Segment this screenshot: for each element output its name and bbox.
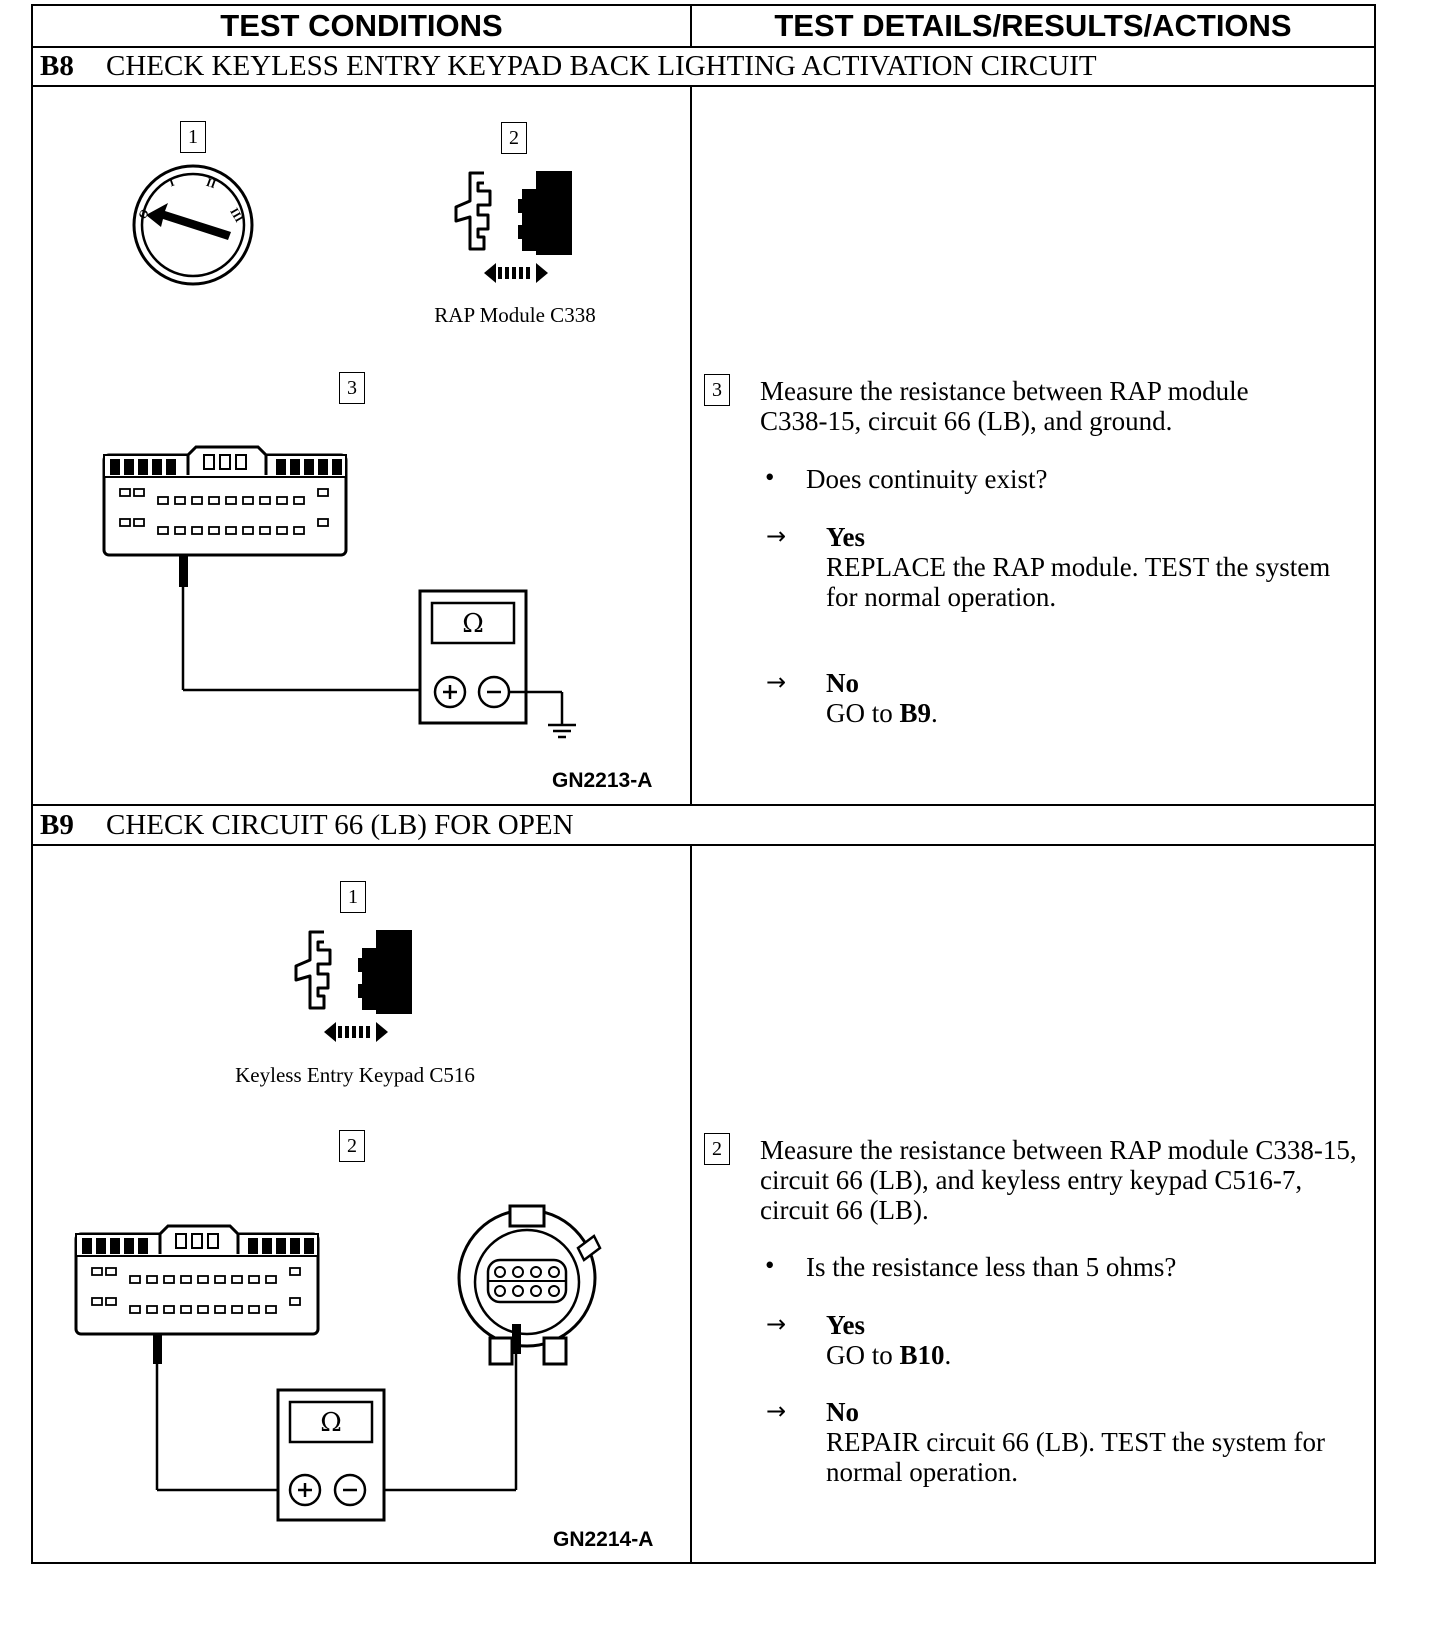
keypad-connector-disconnect-icon [294,930,412,1042]
b8-no-arrow-icon: → [766,668,787,696]
b9-yes-text-post: . [944,1340,952,1370]
b9-no-text: REPAIR circuit 66 (LB). TEST the system … [826,1427,1325,1487]
b8-instruction: Measure the resistance between RAP modul… [760,376,1249,436]
b8-resistance-test-diagram: Ω [102,445,576,739]
b8-yes-text: REPLACE the RAP module. TEST the system … [826,552,1331,612]
b8-no-text-pre: GO to [826,698,900,728]
b8-fig-step-2: 2 [501,122,527,154]
b8-no-text-post: . [931,698,938,728]
b8-col-divider [690,85,692,806]
header-divider [31,46,1376,48]
header-col-divider [690,4,692,48]
b8-fig-step-1: 1 [180,121,206,153]
b8-question-bullet: • [765,462,775,492]
b9-fig-step-2: 2 [339,1130,365,1162]
b9-section-title-text: CHECK CIRCUIT 66 (LB) FOR OPEN [106,809,574,841]
b8-no-answer: No GO to B9. [826,668,1336,728]
table-border-top [31,4,1376,6]
b9-yes-answer: Yes GO to B10. [826,1310,1336,1370]
b9-yes-text-pre: GO to [826,1340,900,1370]
b8-no-text-ref: B9 [899,698,932,728]
b8-yes-label: Yes [826,522,865,552]
b8-yes-answer: Yes REPLACE the RAP module. TEST the sys… [826,522,1336,612]
b9-yes-text-ref: B10 [899,1340,945,1370]
b9-instruction: Measure the resistance between RAP modul… [760,1135,1357,1225]
b9-yes-arrow-icon: → [766,1310,787,1338]
b9-connector-caption: Keyless Entry Keypad C516 [235,1063,475,1087]
b9-resistance-test-diagram: Ω [74,1204,602,1522]
b9-question: Is the resistance less than 5 ohms? [806,1252,1177,1282]
table-border-left [31,4,33,1564]
b9-section-code: B9 [40,809,74,841]
b8-section-title: B8 CHECK KEYLESS ENTRY KEYPAD BACK LIGHTI… [40,47,1360,85]
b8-ohm-symbol: Ω [462,609,484,639]
b9-yes-label: Yes [826,1310,865,1340]
b8-fig-step-3: 3 [339,372,365,404]
connector-disconnect-icon [454,171,572,283]
svg-text:III: III [227,205,246,224]
table-border-bottom [31,1562,1376,1564]
b8-bottom-divider [31,804,1376,806]
b9-figure-id: GN2214-A [553,1528,654,1551]
header-test-details: TEST DETAILS/RESULTS/ACTIONS [774,8,1292,43]
svg-text:I: I [167,175,176,190]
b8-no-label: No [826,668,859,698]
b9-yes-text: GO to B10. [826,1340,1336,1370]
b9-question-bullet: • [765,1250,775,1280]
b8-title-divider [31,85,1376,87]
b8-step-number: 3 [704,374,730,406]
b9-step-number: 2 [704,1133,730,1165]
b9-no-label: No [826,1397,859,1427]
header-test-conditions: TEST CONDITIONS [220,8,503,43]
b9-col-divider [690,844,692,1564]
ignition-switch-off-icon: O I II III [132,164,254,286]
b8-section-title-text: CHECK KEYLESS ENTRY KEYPAD BACK LIGHTING… [106,50,1097,82]
b9-section-title: B9 CHECK CIRCUIT 66 (LB) FOR OPEN [40,806,1360,844]
b8-connector-caption: RAP Module C338 [434,303,596,327]
b9-title-divider [31,844,1376,846]
b8-question: Does continuity exist? [806,464,1048,494]
b8-section-code: B8 [40,50,74,82]
table-border-right [1374,4,1376,1564]
b8-no-text: GO to B9. [826,698,1336,728]
b9-ohm-symbol: Ω [320,1408,342,1438]
b8-yes-arrow-icon: → [766,522,787,550]
b9-no-answer: No REPAIR circuit 66 (LB). TEST the syst… [826,1397,1346,1487]
b8-figure-id: GN2213-A [552,769,653,792]
b9-fig-step-1: 1 [340,881,366,913]
b9-no-arrow-icon: → [766,1397,787,1425]
